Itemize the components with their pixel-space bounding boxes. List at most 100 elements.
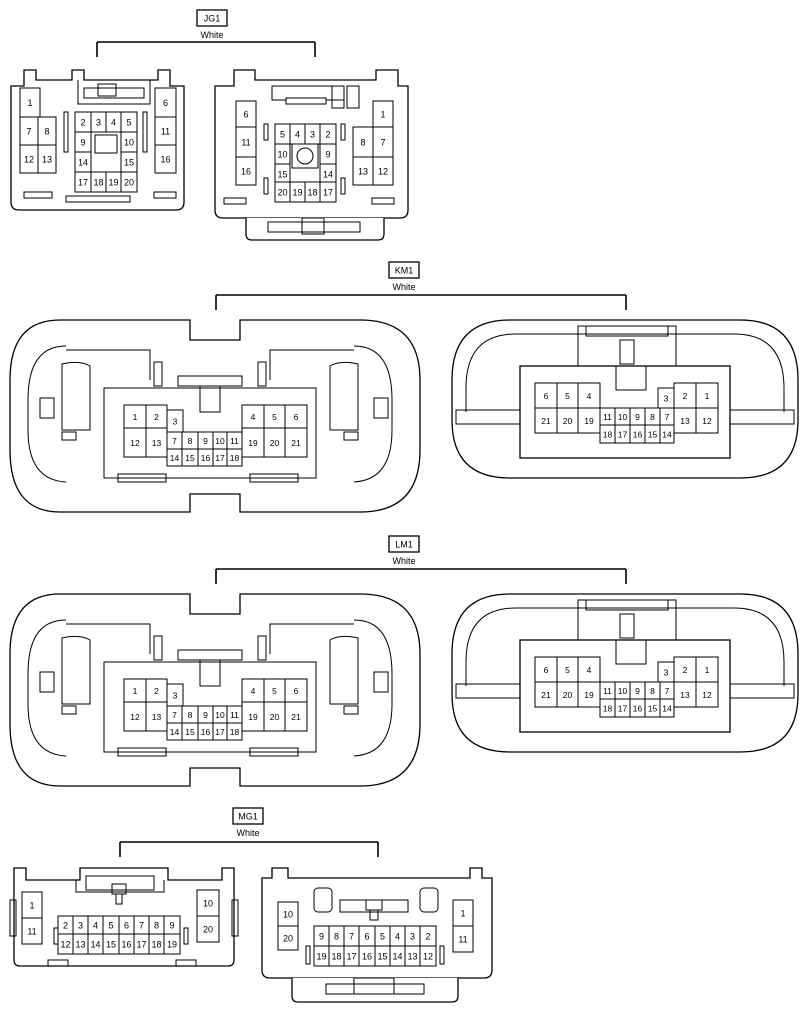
pin-17: 17 xyxy=(323,188,333,198)
pin-10: 10 xyxy=(124,138,134,148)
connector-id-LM1: LM1 xyxy=(395,540,413,550)
pin-cell xyxy=(372,156,394,186)
pin-16: 16 xyxy=(241,167,251,177)
pin-cell xyxy=(37,144,57,174)
pin-11: 11 xyxy=(603,412,612,422)
pin-19: 19 xyxy=(584,416,594,426)
pin-11: 11 xyxy=(230,436,239,446)
inner-wall xyxy=(516,333,785,412)
inner-wall xyxy=(27,345,67,483)
lock-tab xyxy=(97,83,117,97)
pin-15: 15 xyxy=(106,940,116,950)
pin-12: 12 xyxy=(130,712,140,722)
pin-cell xyxy=(419,945,437,967)
guide-rib xyxy=(153,361,163,387)
pin-cell xyxy=(695,681,719,708)
key-rib xyxy=(53,927,59,945)
pin-2: 2 xyxy=(80,118,85,128)
connector-color: White xyxy=(236,828,259,838)
inner-wall xyxy=(269,349,354,380)
latch-window xyxy=(373,397,389,419)
pin-10: 10 xyxy=(618,686,628,696)
pin-1: 1 xyxy=(133,412,138,422)
pin-15: 15 xyxy=(277,170,287,180)
lock-slot xyxy=(615,365,647,391)
latch-slot xyxy=(223,197,247,205)
pin-7: 7 xyxy=(172,436,177,446)
latch-window xyxy=(39,671,55,693)
pin-cell xyxy=(154,144,177,174)
pin-cell xyxy=(319,181,337,203)
lock-frame xyxy=(85,875,155,891)
connector-id-box xyxy=(388,535,420,553)
latch-arm xyxy=(329,361,359,431)
pin-17: 17 xyxy=(618,704,628,714)
pin-6: 6 xyxy=(163,98,168,108)
lock-frame xyxy=(75,880,165,893)
pin-7: 7 xyxy=(26,127,31,137)
key-rib xyxy=(439,945,445,965)
pin-11: 11 xyxy=(27,927,36,937)
pin-12: 12 xyxy=(130,438,140,448)
latch-window xyxy=(419,887,439,913)
pin-4: 4 xyxy=(251,686,256,696)
pin-1: 1 xyxy=(27,98,32,108)
side-latch xyxy=(9,899,17,937)
pin-10: 10 xyxy=(203,899,213,909)
pin-cell xyxy=(659,698,675,718)
pin-3: 3 xyxy=(78,921,83,931)
foot-rail xyxy=(267,221,361,233)
pin-8: 8 xyxy=(360,138,365,148)
pin-19: 19 xyxy=(316,952,326,962)
pin-cell xyxy=(284,427,308,458)
pin-2: 2 xyxy=(425,932,430,942)
pin-16: 16 xyxy=(201,727,211,737)
pin-6: 6 xyxy=(544,391,549,401)
latch-slot xyxy=(175,959,197,967)
foot-tab xyxy=(353,977,395,995)
pin-6: 6 xyxy=(294,412,299,422)
pin-17: 17 xyxy=(215,453,225,463)
pin-17: 17 xyxy=(136,940,146,950)
pin-16: 16 xyxy=(201,453,211,463)
pin-20: 20 xyxy=(203,925,213,935)
pin-cell xyxy=(21,917,43,945)
pin-11: 11 xyxy=(161,127,170,137)
pin-13: 13 xyxy=(42,155,52,165)
pin-10: 10 xyxy=(215,710,225,720)
key-rib xyxy=(340,177,346,195)
connector-id-KM1: KM1 xyxy=(395,266,414,276)
pin-1: 1 xyxy=(29,901,34,911)
latch-window xyxy=(61,705,77,715)
pin-cell xyxy=(196,915,220,943)
pin-19: 19 xyxy=(167,940,177,950)
pin-21: 21 xyxy=(541,416,551,426)
pin-13: 13 xyxy=(75,940,85,950)
pin-15: 15 xyxy=(648,430,658,440)
side-latch xyxy=(231,899,239,937)
connector-outline xyxy=(9,593,421,787)
pin-11: 11 xyxy=(603,686,612,696)
foot-rail xyxy=(249,747,299,757)
pin-4: 4 xyxy=(251,412,256,422)
pin-14: 14 xyxy=(170,453,180,463)
guide-rib xyxy=(257,361,267,387)
pin-3: 3 xyxy=(173,417,178,427)
pin-8: 8 xyxy=(188,710,193,720)
pin-9: 9 xyxy=(203,436,208,446)
inner-wall xyxy=(465,607,517,686)
pin-2: 2 xyxy=(63,921,68,931)
latch-window xyxy=(373,671,389,693)
pin-10: 10 xyxy=(215,436,225,446)
connector-foot xyxy=(245,218,385,241)
pin-14: 14 xyxy=(392,952,402,962)
pin-2: 2 xyxy=(683,391,688,401)
pin-16: 16 xyxy=(633,704,643,714)
pin-1: 1 xyxy=(705,665,710,675)
pin-14: 14 xyxy=(90,940,100,950)
pin-7: 7 xyxy=(172,710,177,720)
